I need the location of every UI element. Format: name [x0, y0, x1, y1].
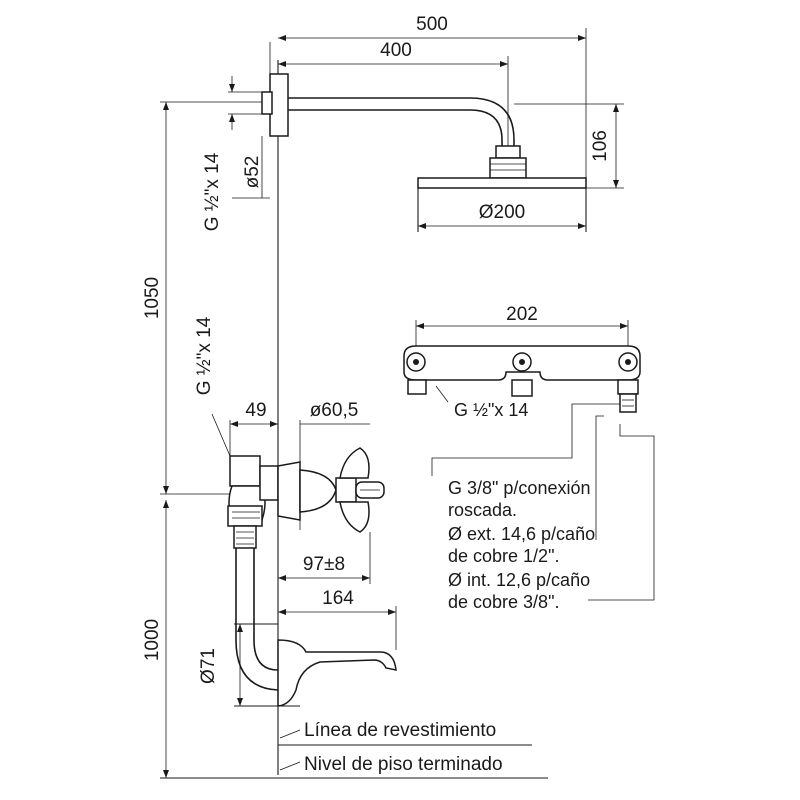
dim-60-5-label: ø60,5 [310, 400, 359, 421]
dim-164-label: 164 [322, 588, 354, 609]
note-line-3: Ø ext. 14,6 p/caño [448, 524, 595, 544]
dimension-52: ø52 G ½"x 14 [202, 76, 270, 231]
thread-detail-label: G ½"x 14 [454, 400, 528, 420]
dimension-1000: 1000 [142, 500, 169, 778]
wall-line-label: Línea de revestimiento [304, 720, 496, 741]
dimension-60-5: ø60,5 [299, 400, 370, 530]
dim-200-label: Ø200 [479, 202, 525, 223]
dim-202-label: 202 [506, 304, 538, 325]
note-connectors [431, 403, 655, 601]
dim-97-label: 97±8 [303, 554, 345, 575]
dimension-400: 400 [278, 40, 509, 146]
mixer-body [227, 447, 385, 549]
shower-head [417, 177, 587, 232]
floor-line-label: Nivel de piso terminado [304, 754, 503, 775]
dimension-49: 49 [229, 400, 279, 456]
note-line-5: Ø int. 12,6 p/caño [448, 570, 590, 590]
floor-line-label-group: Nivel de piso terminado [279, 754, 503, 775]
note-line-2: roscada. [448, 500, 517, 520]
dim-1050-label: 1050 [142, 277, 163, 319]
dimension-71: Ø71 [198, 624, 243, 706]
dim-49-label: 49 [245, 400, 266, 421]
note-line-1: G 3/8" p/conexión [448, 478, 590, 498]
dimension-97: 97±8 [278, 532, 371, 584]
dimension-164: 164 [278, 588, 397, 650]
dim-500-label: 500 [416, 14, 448, 35]
dim-106-label: 106 [590, 130, 611, 162]
dimension-500: 500 [269, 14, 587, 178]
dimension-106: 106 [514, 103, 624, 189]
floor-line [160, 744, 548, 779]
dimension-200: Ø200 [418, 202, 586, 229]
wall-line-label-group: Línea de revestimiento [279, 720, 496, 741]
mixer-detail: 202 G ½"x 14 [403, 304, 641, 420]
bath-spout [234, 548, 397, 707]
thread-mid-label: G ½"x 14 [194, 316, 215, 395]
connection-note: G 3/8" p/conexión roscada. Ø ext. 14,6 p… [448, 478, 595, 612]
note-line-6: de cobre 3/8". [448, 592, 559, 612]
dim-1000-label: 1000 [142, 619, 163, 661]
thread-top-label: G ½"x 14 [202, 152, 223, 231]
dimension-1050: 1050 [142, 101, 262, 494]
shower-arm [261, 73, 527, 179]
dim-52-label: ø52 [242, 156, 263, 189]
note-line-4: de cobre 1/2". [448, 546, 559, 566]
dim-400-label: 400 [380, 40, 412, 61]
thread-mid: G ½"x 14 [194, 316, 231, 457]
dim-71-label: Ø71 [198, 648, 219, 684]
